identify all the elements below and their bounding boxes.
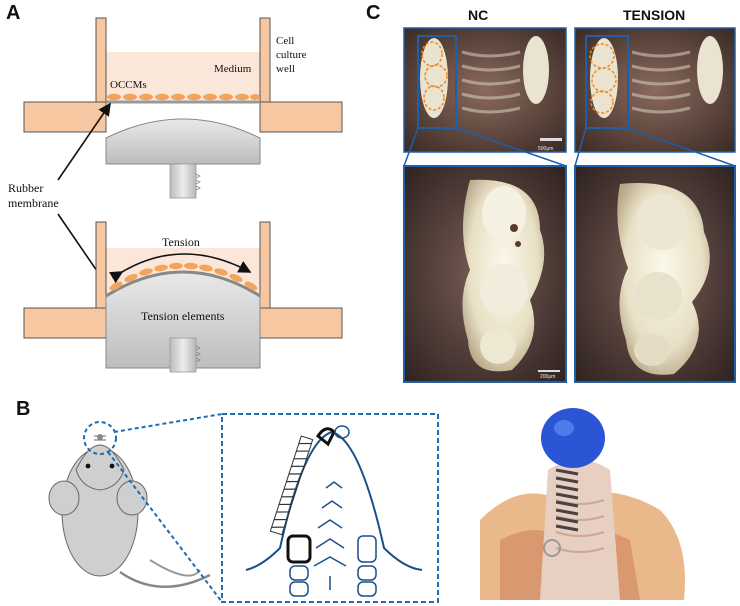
cell-culture-well-label-line2: culture (276, 49, 307, 61)
well-wall-right (259, 17, 271, 103)
rubber-membrane-label-line1: Rubber (8, 181, 43, 195)
cell-culture-well-label-line1: Cell (276, 35, 294, 47)
column-header-nc: NC (468, 7, 489, 23)
mouse-tail (119, 570, 211, 588)
mouse-illustration (48, 434, 211, 588)
arrow-to-flat-membrane (57, 102, 111, 181)
photo-tension-overview (575, 28, 735, 152)
molar-hook (286, 534, 312, 564)
photo-appliance-in-mouse (480, 408, 685, 600)
incisor-hook (315, 427, 336, 447)
tooth-outline-tension-1 (589, 43, 615, 69)
scale-bar-label-bottom: 200μm (540, 374, 555, 380)
plate-right-stretched (259, 307, 343, 339)
plate-left-stretched (23, 307, 107, 339)
zoom-box-nc (417, 35, 457, 129)
well-wall-right-stretched (259, 221, 271, 309)
photo-frame-tension-overview (574, 27, 736, 153)
mouse-eye-left (85, 463, 91, 469)
tooth-outline-nc-3 (423, 85, 445, 111)
photo-nc-zoom (404, 166, 566, 382)
zoom-connector-nc-right (455, 127, 567, 167)
scale-bar-label-top: 500μm (538, 146, 553, 152)
panel-a-diagram-stretched: Tension Tension elements (23, 221, 343, 373)
tooth-outline-nc-2 (424, 64, 448, 88)
molars-right (357, 535, 377, 597)
photo-frame-nc-zoom (403, 165, 567, 383)
cells-label: OCCMs (110, 79, 147, 91)
photo-frame-nc-overview (403, 27, 567, 153)
medium-region (106, 52, 260, 102)
zoom-box-tension (585, 35, 629, 129)
oral-appliance-schematic (245, 425, 423, 597)
mouse-eye-right (109, 463, 115, 469)
panel-a-diagram-relaxed: Medium OCCMs (23, 17, 343, 199)
medium-label: Medium (214, 63, 252, 75)
photo-tension-zoom (575, 166, 735, 382)
cell-culture-well-label-line3: well (276, 63, 295, 75)
tension-dome-lowered (105, 118, 261, 165)
molars-left (289, 565, 309, 597)
mouse-ear-right (116, 480, 148, 516)
zoom-connector-nc-left (403, 127, 419, 167)
coil-spring (269, 435, 314, 536)
zoom-line-lower (107, 451, 223, 603)
mouse-head (75, 444, 125, 491)
column-header-tension: TENSION (623, 7, 686, 23)
rubber-membrane-label-line2: membrane (8, 196, 59, 210)
oral-schematic-frame (221, 413, 439, 603)
dome-stem (169, 163, 197, 199)
plate-right (259, 101, 343, 133)
zoom-connector-tension-right (627, 127, 736, 167)
dome-stem-stretched (169, 337, 197, 373)
well-wall-left-stretched (95, 221, 107, 309)
well-wall-left (95, 17, 107, 103)
tooth-outline-tension-2 (591, 67, 617, 93)
tension-elements-label: Tension elements (141, 309, 225, 323)
photo-frame-tension-zoom (574, 165, 736, 383)
cell-layer-flat (107, 93, 260, 101)
steel-coil-spring (555, 468, 579, 532)
mouse-snout-zoom-circle (83, 421, 117, 455)
photo-nc-overview (404, 28, 566, 152)
mouse-ear-left (48, 480, 80, 516)
zoom-line-upper (113, 413, 223, 433)
tension-arrow (109, 253, 252, 284)
panel-label-c: C (366, 2, 381, 24)
zoom-connector-tension-left (574, 127, 587, 167)
palate-outline (245, 430, 423, 571)
plate-left (23, 101, 107, 133)
tooth-outline-tension-3 (590, 90, 614, 114)
panel-label-a: A (6, 2, 21, 24)
panel-label-b: B (16, 398, 31, 420)
blue-resin-cap (541, 408, 605, 468)
tension-label: Tension (162, 235, 200, 249)
